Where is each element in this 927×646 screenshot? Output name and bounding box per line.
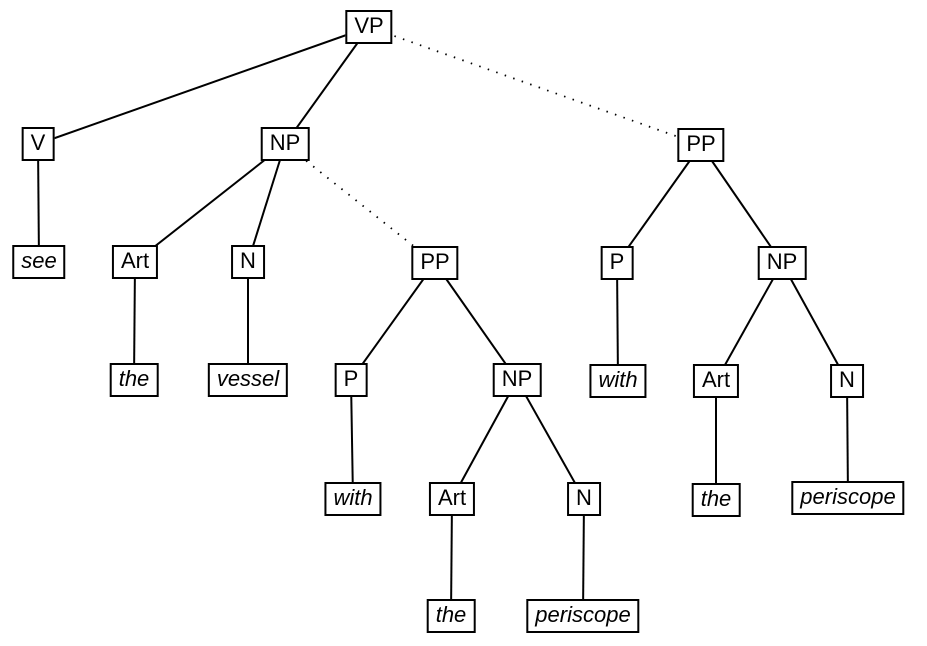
tree-leaf-periscope2: periscope (526, 599, 640, 633)
tree-edge-pp2-np3 (700, 144, 783, 264)
tree-edge-n2-periscope2 (582, 498, 585, 617)
tree-edge-np3-n3 (781, 262, 848, 382)
tree-node-p1: P (334, 363, 368, 397)
tree-edge-np1-art1 (134, 143, 286, 263)
tree-node-vp: VP (345, 10, 393, 44)
tree-node-p2: P (600, 246, 634, 280)
tree-edge-vp-v (37, 26, 370, 145)
tree-leaf-periscope3: periscope (791, 481, 905, 515)
tree-node-n3: N (830, 364, 864, 398)
tree-edge-np2-n2 (516, 379, 585, 500)
tree-leaf-vessel: vessel (207, 363, 289, 397)
tree-edge-p1-with1 (350, 379, 354, 500)
tree-edge-pp1-np2 (434, 262, 518, 381)
tree-node-art3: Art (692, 364, 740, 398)
tree-leaf-with1: with (324, 482, 382, 516)
tree-edge-n3-periscope3 (846, 380, 849, 499)
tree-leaf-the3: the (691, 483, 741, 517)
tree-edge-art1-the1 (133, 261, 136, 381)
tree-edge-np2-art2 (451, 379, 518, 500)
tree-node-np3: NP (757, 246, 807, 280)
tree-edge-pp1-p1 (350, 262, 436, 381)
tree-leaf-the1: the (109, 363, 159, 397)
tree-edge-pp2-p2 (616, 144, 702, 264)
tree-edge-p2-with2 (616, 262, 619, 382)
tree-node-pp2: PP (677, 128, 725, 162)
tree-edge-np1-n1 (247, 143, 286, 263)
tree-node-art2: Art (428, 482, 476, 516)
tree-node-pp1: PP (411, 246, 459, 280)
tree-leaf-with2: with (589, 364, 647, 398)
tree-edge-art2-the2 (450, 498, 453, 617)
tree-node-np2: NP (492, 363, 542, 397)
tree-node-v: V (21, 127, 55, 161)
tree-edge-vp-pp2-dotted (368, 26, 702, 146)
tree-leaf-the2: the (426, 599, 476, 633)
tree-edge-np3-art3 (715, 262, 783, 382)
tree-edge-vp-np1 (284, 26, 370, 145)
tree-node-np1: NP (260, 127, 310, 161)
tree-edge-v-see (37, 143, 40, 263)
tree-node-n1: N (231, 245, 265, 279)
tree-node-art1: Art (111, 245, 159, 279)
tree-leaf-see: see (12, 245, 66, 279)
tree-node-n2: N (567, 482, 601, 516)
